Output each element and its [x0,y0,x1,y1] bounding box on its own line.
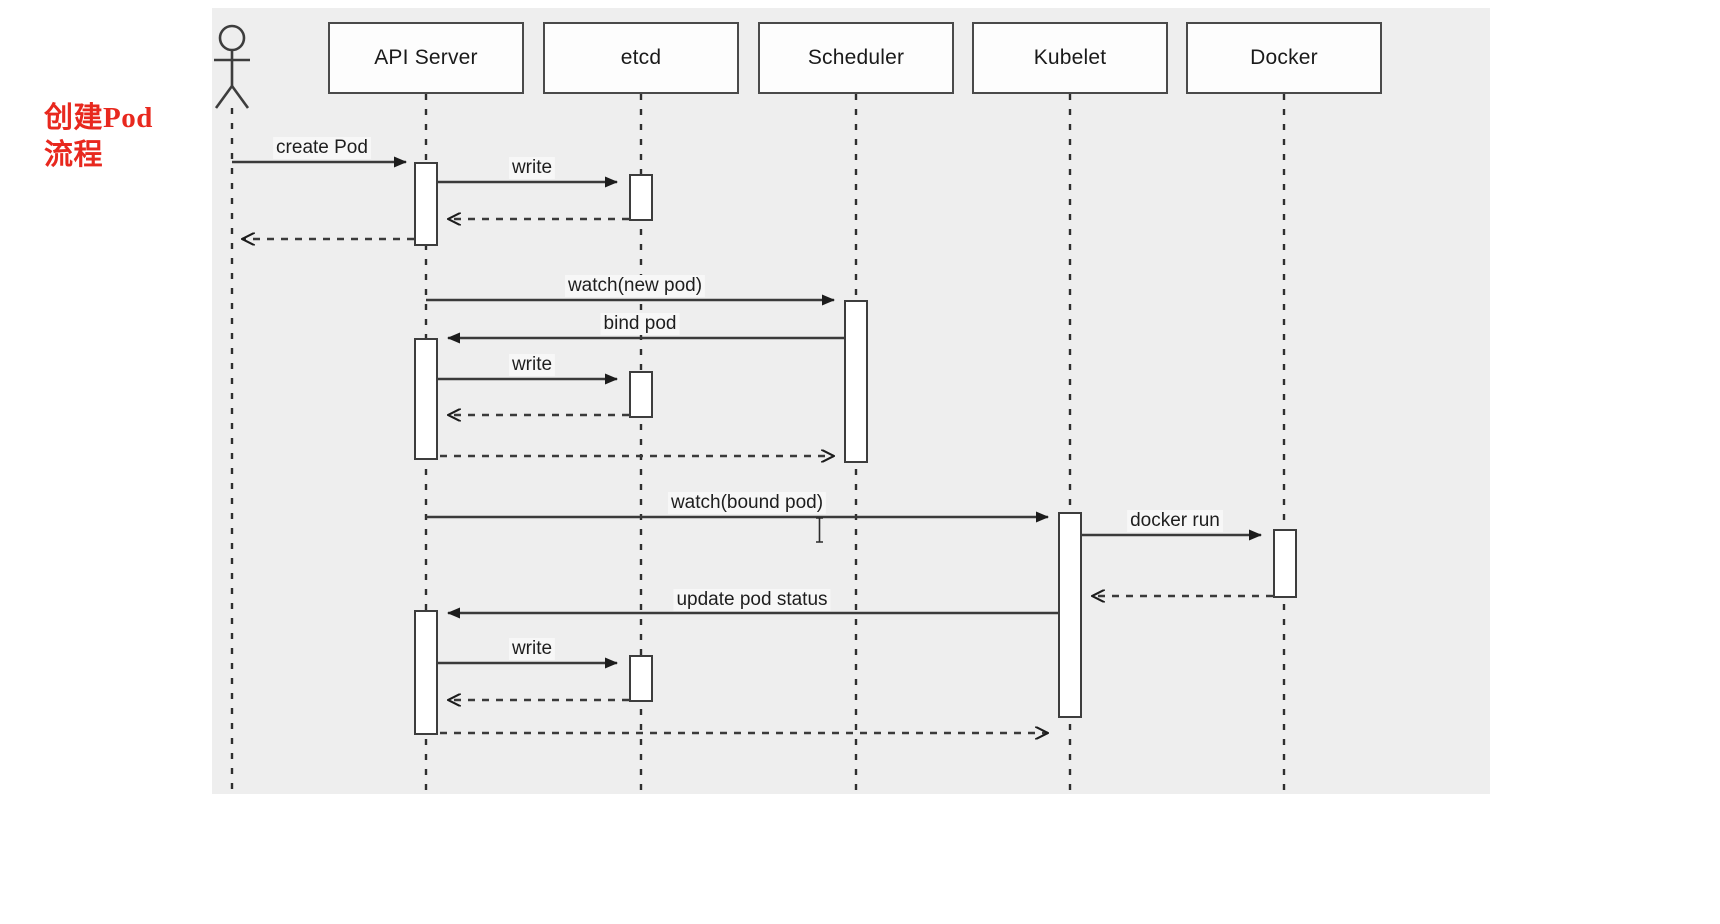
participant-scheduler[interactable]: Scheduler [758,22,954,94]
diagram-vector-layer [214,24,1286,794]
activation-api-server-3[interactable] [414,610,438,735]
participant-label-api-server: API Server [374,46,478,69]
msg-label-create-pod: create Pod [273,137,371,159]
activation-etcd-3[interactable] [629,655,653,702]
msg-label-bind-pod: bind pod [600,313,680,335]
activation-docker-1[interactable] [1273,529,1297,598]
sequence-diagram-canvas[interactable]: API Server etcd Scheduler Kubelet Docker… [212,8,1490,794]
participant-label-scheduler: Scheduler [807,46,905,69]
participant-api-server[interactable]: API Server [328,22,524,94]
actor-user-icon [214,24,250,109]
msg-label-write-3: write [508,638,556,660]
msg-label-watch-bound-pod: watch(bound pod) [667,492,827,514]
participant-etcd[interactable]: etcd [543,22,739,94]
activation-api-server-1[interactable] [414,162,438,246]
participant-label-docker: Docker [1250,46,1318,69]
participant-label-kubelet: Kubelet [1033,46,1107,69]
activation-kubelet-1[interactable] [1058,512,1082,718]
activation-etcd-2[interactable] [629,371,653,418]
participant-docker[interactable]: Docker [1186,22,1382,94]
activation-api-server-2[interactable] [414,338,438,460]
red-annotation-text: 创建Pod 流程 [44,102,153,172]
msg-label-docker-run: docker run [1127,510,1223,532]
participant-label-etcd: etcd [620,46,662,69]
msg-label-write-1: write [508,157,556,179]
msg-label-watch-new-pod: watch(new pod) [564,275,706,297]
msg-label-update-pod-status: update pod status [673,589,831,611]
activation-scheduler-1[interactable] [844,300,868,463]
participant-kubelet[interactable]: Kubelet [972,22,1168,94]
msg-label-write-2: write [508,354,556,376]
activation-etcd-1[interactable] [629,174,653,221]
